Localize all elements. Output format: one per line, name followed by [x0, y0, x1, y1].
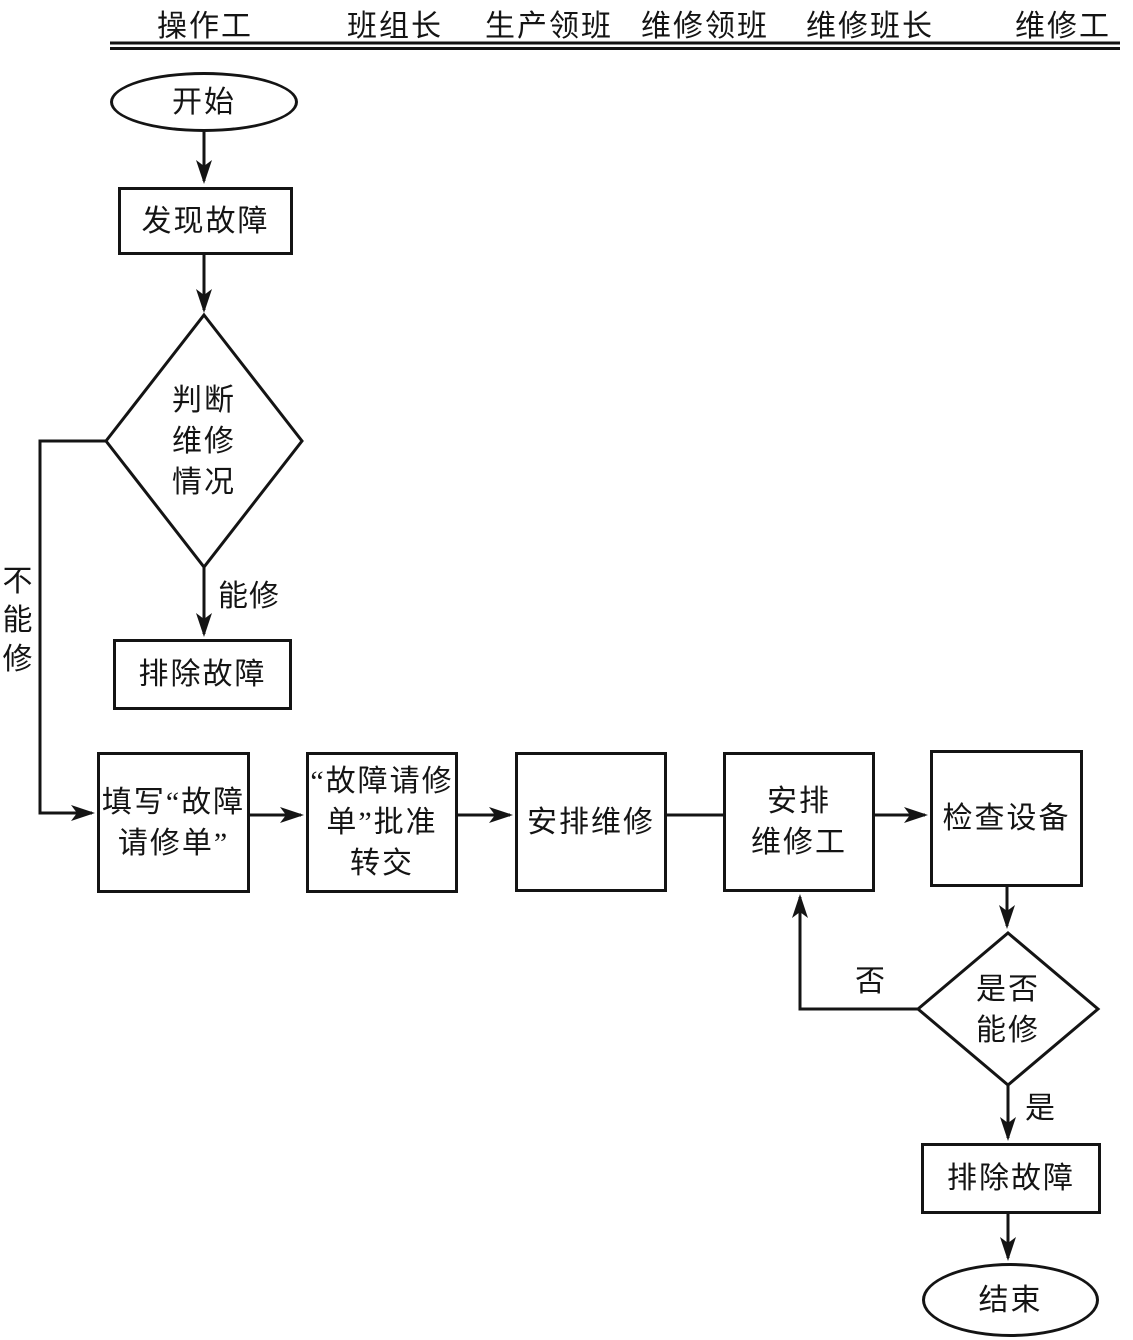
- edge-label-cannot-repair: 不 能 修: [2, 565, 34, 676]
- edge-label-no: 否: [855, 965, 886, 998]
- decision-diamond-judge-repair: [104, 312, 304, 570]
- lane-header-maintenance-worker: 维修工: [1015, 10, 1111, 43]
- node-check-equipment: 检查设备: [930, 750, 1083, 887]
- node-end-terminator: 结束: [922, 1263, 1099, 1337]
- lane-header-production-foreman: 生产领班: [485, 10, 613, 43]
- edge-judge-to-fill-form-cannot-repair: [38, 439, 106, 821]
- node-start-terminator: 开始: [110, 72, 298, 132]
- decision-diamond-can-repair: [915, 931, 1101, 1087]
- node-arrange-worker: 安排 维修工: [723, 752, 875, 892]
- lane-header-maintenance-foreman: 维修领班: [641, 10, 769, 43]
- node-can-repair-q-label: 是否 能修: [976, 972, 1040, 1047]
- edge-label-can-repair: 能修: [218, 580, 280, 613]
- lane-header-team-leader: 班组长: [347, 10, 443, 43]
- node-find-fault: 发现故障: [118, 187, 293, 255]
- node-fix-fault-worker: 排除故障: [921, 1143, 1101, 1214]
- node-fill-repair-form: 填写“故障 请修单”: [97, 752, 250, 893]
- lane-header-maintenance-leader: 维修班长: [806, 10, 934, 43]
- node-judge-repair-label: 判断 维修 情况: [172, 384, 236, 499]
- edge-can-repair-q-no-to-worker: [792, 894, 918, 1011]
- edge-label-yes: 是: [1025, 1092, 1056, 1125]
- node-approve-transfer-form: “故障请修 单”批准 转交: [306, 752, 458, 893]
- lane-header-operator: 操作工: [157, 10, 253, 43]
- node-arrange-repair: 安排维修: [515, 752, 667, 892]
- node-fix-fault-operator: 排除故障: [113, 639, 292, 710]
